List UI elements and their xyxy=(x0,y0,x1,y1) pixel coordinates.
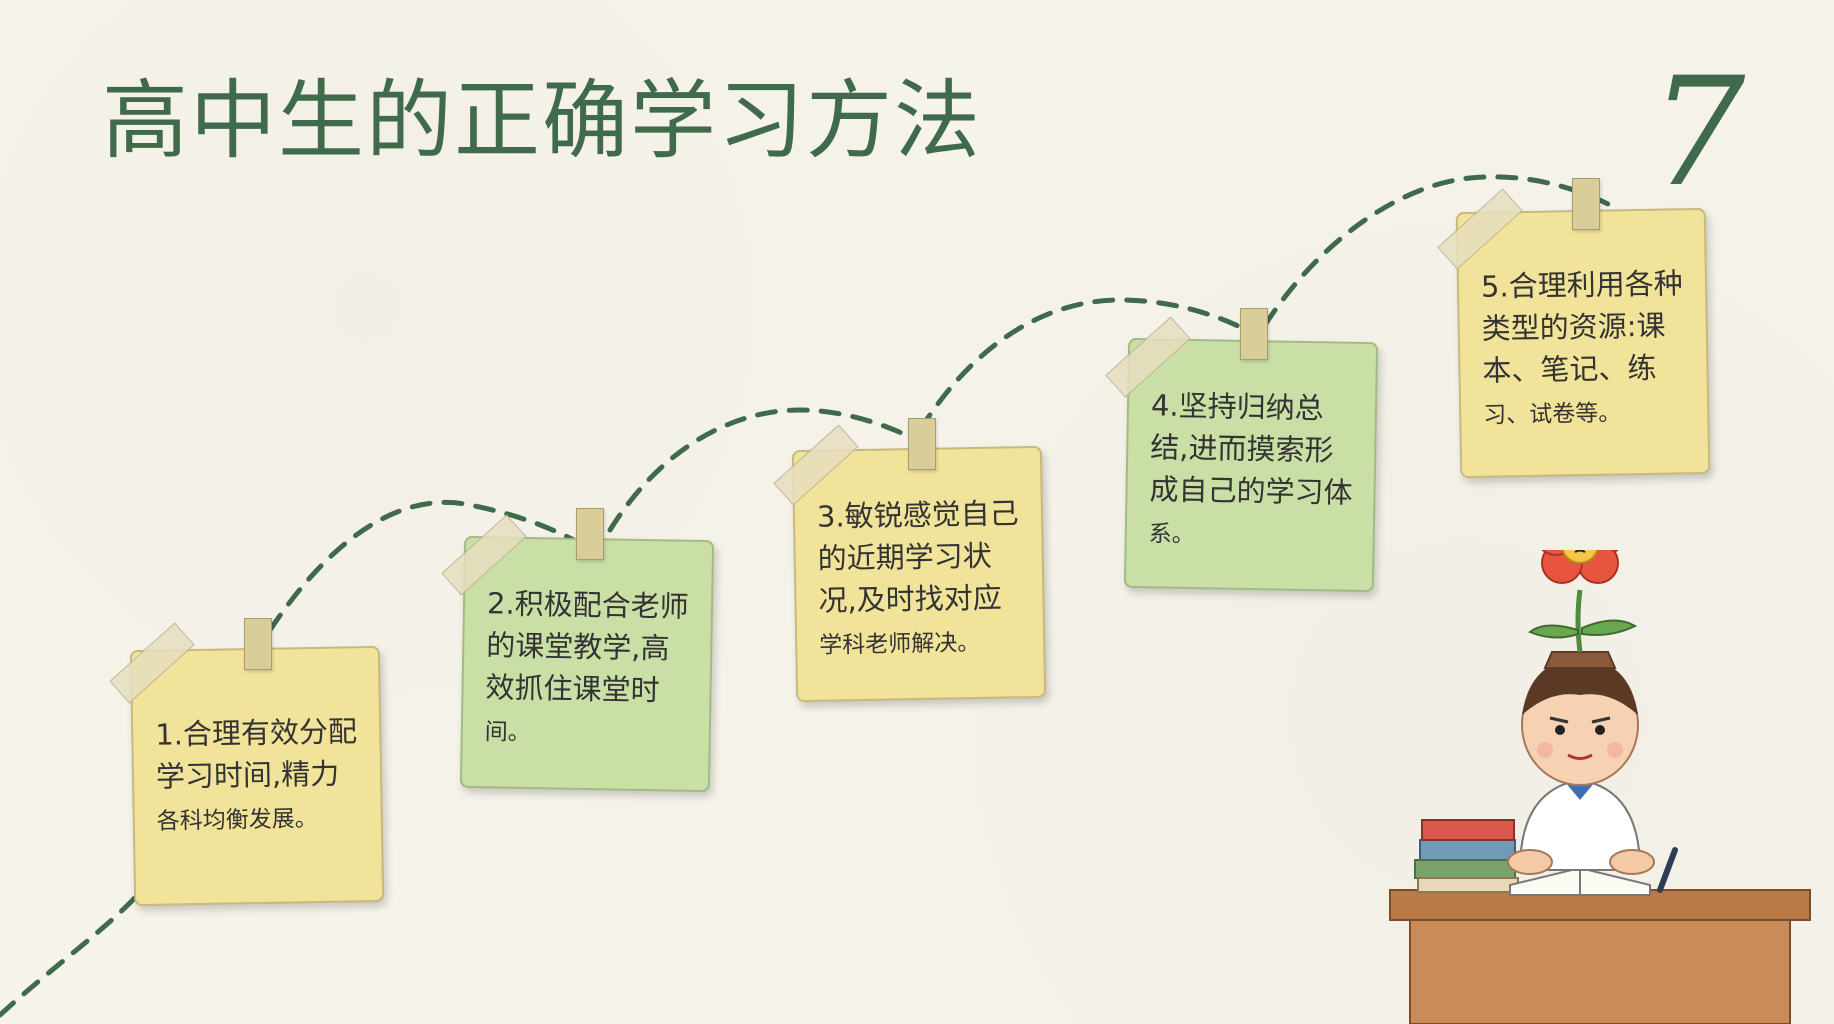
step-note-4: 4.坚持归纳总结,进而摸索形成自己的学习体 系。 xyxy=(1123,337,1379,593)
page-title: 高中生的正确学习方法 xyxy=(102,71,982,171)
step-5-text: 5.合理利用各种类型的资源:课本、笔记、练 习、试卷等。 xyxy=(1481,262,1690,437)
step-note-3: 3.敏锐感觉自己的近期学习状况,及时找对应 学科老师解决。 xyxy=(791,445,1047,703)
step-1-main: 1.合理有效分配学习时间,精力 xyxy=(154,714,358,794)
step-1-text: 1.合理有效分配学习时间,精力 各科均衡发展。 xyxy=(155,710,363,843)
step-3-detail: 学科老师解决。 xyxy=(819,629,981,659)
pin-4 xyxy=(1240,308,1268,360)
step-3-main: 3.敏锐感觉自己的近期学习状况,及时找对应 xyxy=(816,496,1019,618)
pin-1 xyxy=(244,618,272,670)
step-2-text: 2.积极配合老师的课堂教学,高效抓住课堂时 间。 xyxy=(484,582,693,757)
pin-2 xyxy=(576,508,604,560)
step-5-main: 5.合理利用各种类型的资源:课本、笔记、练 xyxy=(1480,266,1683,388)
step-4-detail: 系。 xyxy=(1148,521,1195,549)
pin-3 xyxy=(908,418,936,470)
step-5-detail: 习、试卷等。 xyxy=(1483,400,1622,429)
step-4-main: 4.坚持归纳总结,进而摸索形成自己的学习体 xyxy=(1149,388,1353,510)
step-4-text: 4.坚持归纳总结,进而摸索形成自己的学习体 系。 xyxy=(1148,384,1357,559)
page-number: 7 xyxy=(1650,46,1746,220)
step-note-2: 2.积极配合老师的课堂教学,高效抓住课堂时 间。 xyxy=(459,535,715,793)
pin-5 xyxy=(1572,178,1600,230)
step-note-5: 5.合理利用各种类型的资源:课本、笔记、练 习、试卷等。 xyxy=(1455,207,1711,479)
step-1-detail: 各科均衡发展。 xyxy=(156,805,318,835)
step-2-main: 2.积极配合老师的课堂教学,高效抓住课堂时 xyxy=(485,586,689,708)
step-2-detail: 间。 xyxy=(484,719,532,747)
student-flower-illustration xyxy=(1389,550,1811,1024)
step-note-1: 1.合理有效分配学习时间,精力 各科均衡发展。 xyxy=(129,645,385,907)
step-3-text: 3.敏锐感觉自己的近期学习状况,及时找对应 学科老师解决。 xyxy=(817,492,1026,667)
